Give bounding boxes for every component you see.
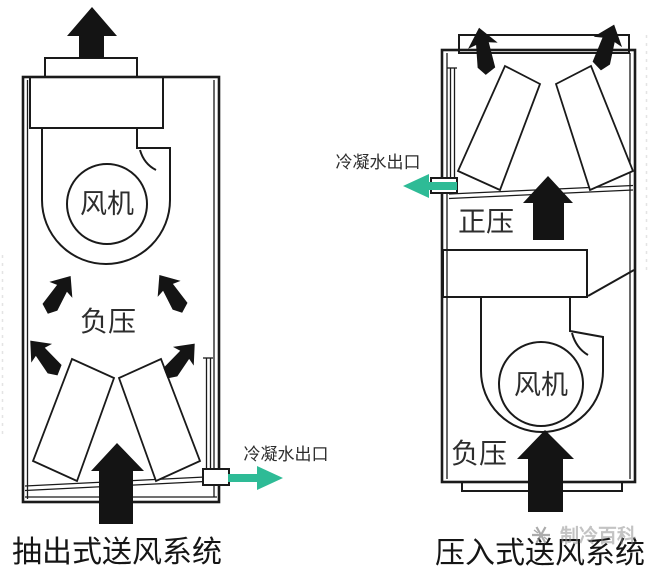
condensate-arrow [403, 174, 457, 198]
pressurized-system-caption: 压入式送风系统 [435, 536, 645, 567]
cooling-coil-left [456, 64, 542, 192]
positive-pressure-label: 正压 [458, 205, 514, 238]
watermark: 制冷百科 [532, 524, 636, 547]
extraction-system-diagram: 风机 负压 冷凝水出口 抽出式送风系统 [12, 7, 329, 567]
fan-label: 风机 [80, 189, 134, 220]
condensate-arrow [228, 466, 283, 490]
fan-volute-cusp [139, 149, 157, 171]
fan-label: 风机 [514, 370, 568, 401]
cooling-coil-right [117, 357, 202, 483]
extraction-system-caption: 抽出式送风系统 [12, 535, 222, 567]
fan-plenum [442, 249, 588, 298]
fan-volute [41, 128, 171, 265]
snowflake-icon [532, 526, 550, 544]
outlet-air-arrow-right [592, 24, 623, 71]
fan-circle [66, 163, 148, 245]
fan-circle [498, 341, 584, 427]
pressurized-system-diagram: 风机 冷凝水出口 正压 负压 压入式送风系统 [336, 24, 645, 567]
fan-volute [480, 297, 604, 433]
fan-volute-cusp [571, 332, 589, 356]
condensate-outlet-label: 冷凝水出口 [244, 445, 329, 465]
watermark-text: 制冷百科 [560, 524, 636, 547]
cooling-coil-left [31, 357, 116, 483]
airflow-arrow-upper-right [157, 274, 188, 313]
negative-pressure-label: 负压 [80, 305, 136, 338]
outlet-air-arrow-left [468, 27, 498, 75]
negative-pressure-label: 负压 [451, 437, 507, 470]
discharge-duct [44, 57, 138, 78]
cooling-coil-right [554, 64, 635, 192]
airflow-arrow-lower-left [30, 340, 62, 376]
intake-air-arrow [91, 443, 144, 524]
condensate-outlet-label: 冷凝水出口 [336, 153, 421, 173]
plenum-diagonal [587, 269, 635, 297]
top-lid [458, 34, 630, 54]
fan-plenum [29, 76, 164, 129]
drain-outlet-stub [202, 468, 230, 486]
airflow-arrow-lower-right [163, 343, 195, 379]
supply-air-arrow [523, 176, 573, 240]
airflow-arrow-upper-left [42, 275, 73, 314]
intake-air-arrow [517, 430, 574, 512]
exhaust-air-arrow [67, 7, 117, 58]
